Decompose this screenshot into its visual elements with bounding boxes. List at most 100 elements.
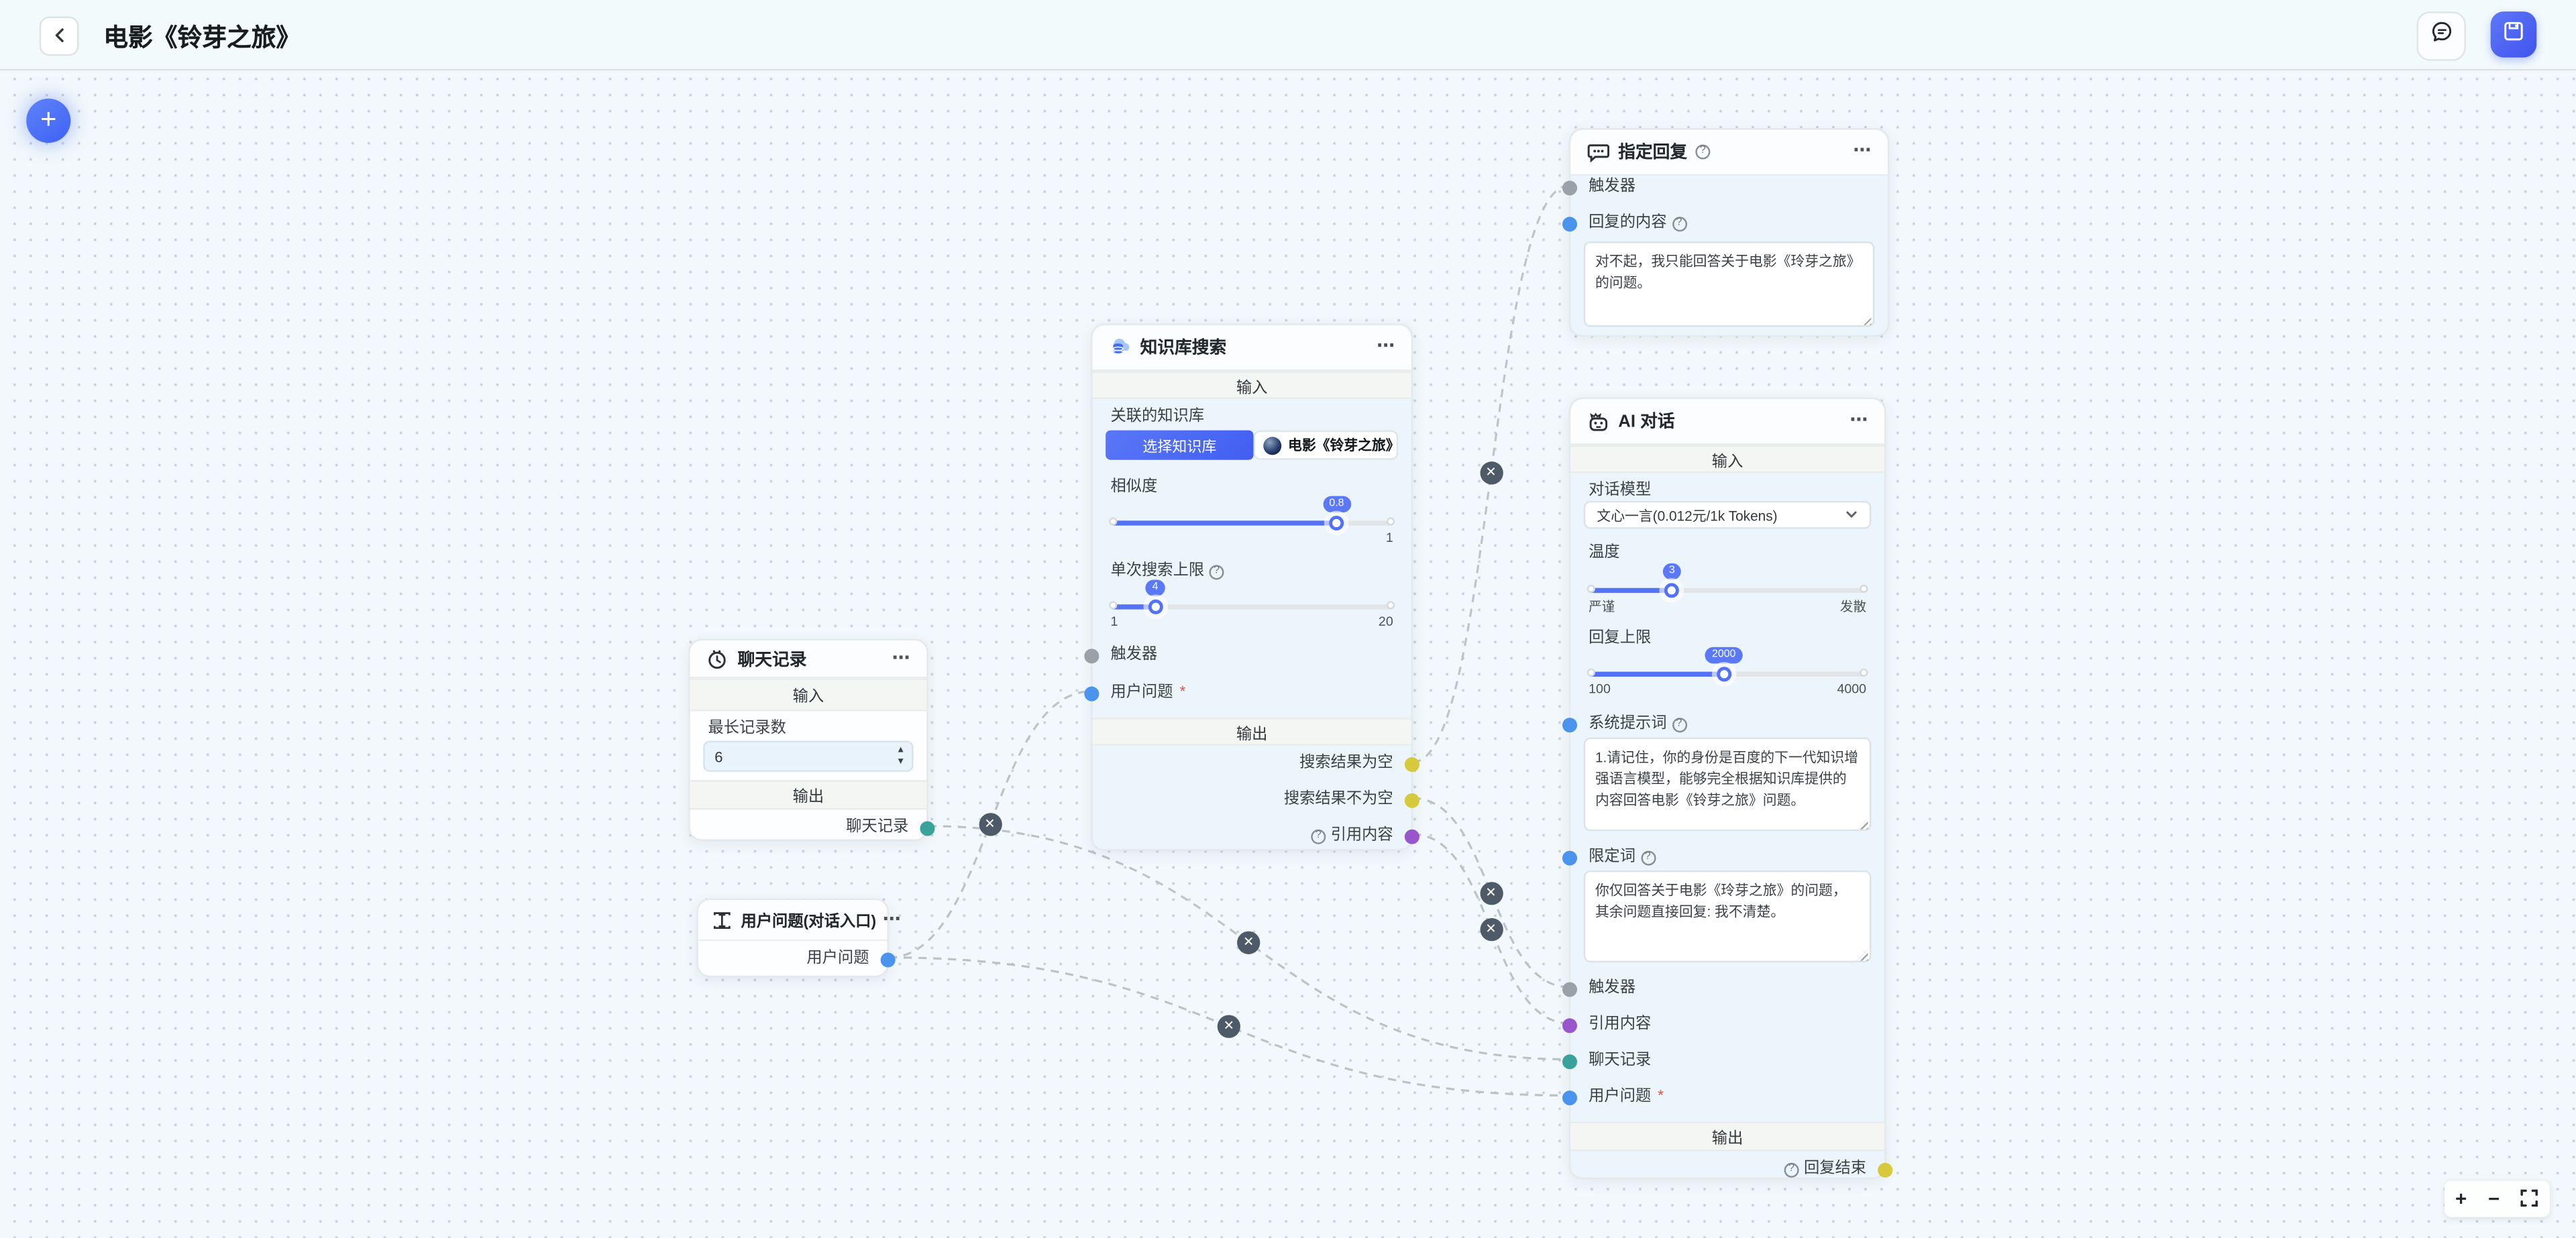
help-icon[interactable]: ?	[1311, 828, 1326, 844]
port-qualifier-in[interactable]	[1562, 850, 1578, 865]
more-menu-icon[interactable]: ⋯	[1853, 141, 1873, 161]
port-label: 用户问题	[1110, 683, 1173, 701]
help-icon[interactable]: ?	[1784, 1162, 1799, 1177]
zoom-out-button[interactable]: −	[2487, 1187, 2500, 1211]
input-section-header: 输入	[1092, 371, 1411, 400]
more-menu-icon[interactable]: ⋯	[1849, 410, 1870, 431]
edge-delete-button[interactable]: ✕	[978, 813, 1002, 836]
model-select-value: 文心一言(0.012元/1k Tokens)	[1597, 506, 1778, 523]
node-header[interactable]: AI 对话 ⋯	[1570, 399, 1884, 445]
port-trigger-in[interactable]	[1562, 180, 1578, 195]
node-header[interactable]: 知识库搜索 ⋯	[1092, 325, 1411, 372]
node-specified-reply[interactable]: 指定回复 ? ⋯ 触发器 回复的内容? 对不起，我只能回答关于电影《玲芽之旅》的…	[1562, 128, 1890, 337]
port-label: 引用内容	[1589, 1015, 1652, 1033]
close-icon: ✕	[1485, 884, 1497, 899]
node-header[interactable]: 指定回复 ? ⋯	[1570, 129, 1888, 176]
add-node-button[interactable]: +	[26, 98, 71, 144]
slider-min-label: 1	[1110, 614, 1118, 629]
temperature-slider[interactable]: 3	[1587, 563, 1868, 598]
input-section-header: 输入	[690, 678, 927, 712]
clock-icon	[705, 646, 730, 671]
port-reference-in[interactable]	[1562, 1017, 1578, 1033]
node-title: 聊天记录	[737, 649, 807, 669]
required-mark: *	[1179, 683, 1186, 701]
port-chat-history-in[interactable]	[1562, 1054, 1578, 1069]
zoom-in-button[interactable]: +	[2455, 1187, 2467, 1211]
node-title: 用户问题(对话入口)	[741, 913, 877, 932]
output-section-header: 输出	[1092, 718, 1411, 746]
port-label: 用户问题	[806, 949, 869, 968]
slider-value-badge: 0.8	[1322, 496, 1351, 512]
edge-delete-button[interactable]: ✕	[1217, 1015, 1240, 1038]
edge-delete-button[interactable]: ✕	[1237, 931, 1260, 954]
slider-max-label: 20	[1378, 614, 1393, 629]
input-section-header: 输入	[1570, 445, 1884, 473]
comment-button[interactable]	[2416, 11, 2466, 61]
slider-handle[interactable]	[1716, 666, 1731, 681]
slider-min-label: 100	[1589, 681, 1611, 697]
slider-value-badge: 3	[1662, 563, 1682, 579]
similarity-slider[interactable]: 0.8	[1109, 496, 1395, 530]
port-label: 引用内容	[1330, 826, 1393, 844]
back-button[interactable]	[39, 16, 79, 56]
field-label: 相似度	[1110, 477, 1158, 496]
speech-bubble-icon	[2429, 19, 2454, 52]
max-records-input[interactable]	[704, 748, 897, 765]
save-button[interactable]	[2490, 11, 2537, 58]
port-reply-content-in[interactable]	[1562, 216, 1578, 231]
step-up-icon[interactable]: ▲	[896, 746, 906, 756]
more-menu-icon[interactable]: ⋯	[882, 909, 903, 929]
number-stepper: ▲ ▼	[896, 746, 905, 767]
port-label: 聊天记录	[1589, 1051, 1652, 1070]
edge-delete-button[interactable]: ✕	[1479, 461, 1503, 485]
node-kb-search[interactable]: 知识库搜索 ⋯ 输入 关联的知识库 选择知识库 电影《铃芽之旅》 相似度 0.8…	[1084, 323, 1419, 851]
node-title: 指定回复	[1618, 143, 1688, 163]
port-system-prompt-in[interactable]	[1562, 716, 1578, 732]
slider-handle[interactable]	[1664, 582, 1680, 598]
kb-poster-avatar	[1263, 436, 1282, 455]
port-user-question-in[interactable]	[1084, 685, 1099, 701]
kb-chip[interactable]: 电影《铃芽之旅》	[1253, 430, 1400, 460]
help-icon[interactable]: ?	[1695, 144, 1711, 160]
step-down-icon[interactable]: ▼	[896, 756, 906, 767]
help-icon[interactable]: ?	[1671, 216, 1686, 231]
port-trigger-in[interactable]	[1084, 648, 1099, 663]
qualifier-textarea[interactable]: 你仅回答关于电影《玲芽之旅》的问题，其余问题直接回复: 我不清楚。	[1583, 870, 1872, 963]
system-prompt-textarea[interactable]: 1.请记住，你的身份是百度的下一代知识增强语言模型，能够完全根据知识库提供的内容…	[1583, 737, 1872, 832]
node-ai-chat[interactable]: AI 对话 ⋯ 输入 对话模型 文心一言(0.012元/1k Tokens) 温…	[1562, 397, 1893, 1180]
help-icon[interactable]: ?	[1671, 716, 1686, 732]
node-header[interactable]: 用户问题(对话入口) ⋯	[698, 900, 901, 942]
field-label: 对话模型	[1589, 481, 1652, 500]
node-user-question[interactable]: 用户问题(对话入口) ⋯ 用户问题	[696, 898, 901, 978]
node-chat-history[interactable]: 聊天记录 ⋯ 输入 最长记录数 ▲ ▼ 输出 聊天记录	[688, 638, 935, 841]
reply-limit-slider[interactable]: 2000	[1587, 646, 1868, 681]
required-mark: *	[1658, 1087, 1664, 1106]
node-title: AI 对话	[1618, 412, 1675, 433]
fit-view-button[interactable]	[2521, 1188, 2539, 1210]
help-icon[interactable]: ?	[1209, 564, 1224, 579]
more-menu-icon[interactable]: ⋯	[1377, 337, 1397, 357]
robot-icon	[1585, 409, 1610, 434]
field-label: 关联的知识库	[1110, 407, 1205, 426]
node-header[interactable]: 聊天记录 ⋯	[690, 640, 927, 679]
close-icon: ✕	[1485, 920, 1497, 936]
model-select[interactable]: 文心一言(0.012元/1k Tokens)	[1583, 500, 1872, 529]
port-label: 用户问题	[1589, 1087, 1652, 1106]
more-menu-icon[interactable]: ⋯	[892, 648, 912, 668]
port-user-question-in[interactable]	[1562, 1089, 1578, 1105]
help-icon[interactable]: ?	[1640, 850, 1656, 865]
slider-handle[interactable]	[1329, 514, 1344, 530]
field-label: 单次搜索上限	[1110, 561, 1205, 580]
port-trigger-in[interactable]	[1562, 981, 1578, 997]
field-label: 最长记录数	[708, 719, 786, 738]
reply-content-textarea[interactable]: 对不起，我只能回答关于电影《玲芽之旅》的问题。	[1583, 241, 1875, 327]
port-label: 回复结束	[1803, 1159, 1867, 1178]
port-label: 聊天记录	[846, 818, 909, 836]
slider-handle[interactable]	[1148, 598, 1163, 614]
output-section-header: 输出	[690, 780, 927, 810]
search-limit-slider[interactable]: 4	[1109, 579, 1395, 614]
port-reply-end-out[interactable]	[1878, 1162, 1893, 1177]
output-section-header: 输出	[1570, 1121, 1884, 1151]
select-kb-button[interactable]: 选择知识库	[1106, 430, 1254, 460]
port-label: 触发器	[1589, 177, 1635, 196]
